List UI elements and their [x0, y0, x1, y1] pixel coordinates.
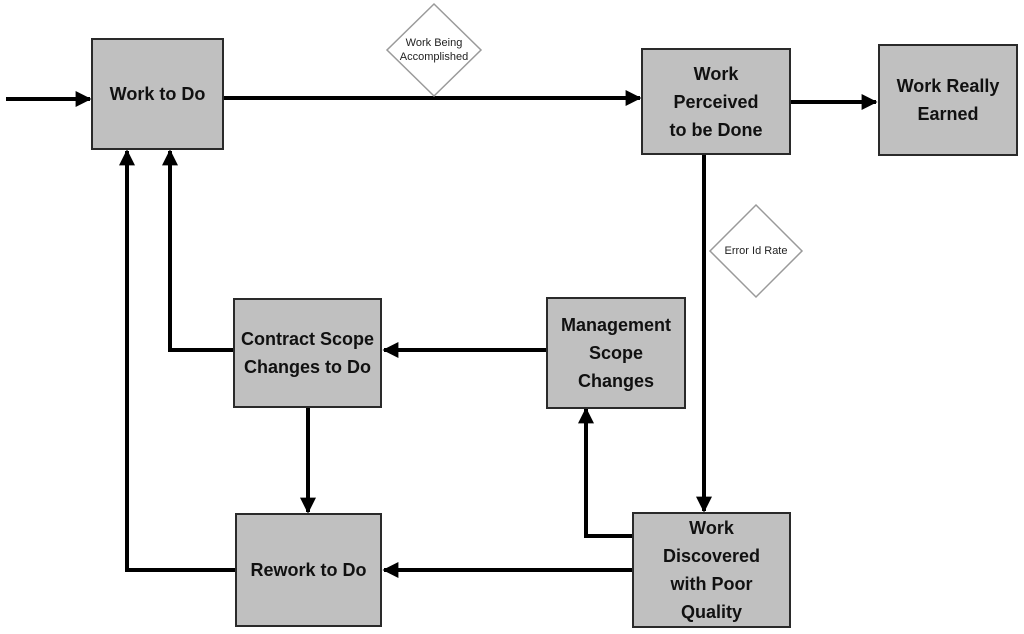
- error-id-rate-label: Error Id Rate: [724, 245, 788, 257]
- discovered-to-management-arrow: [578, 407, 632, 538]
- work-being-accomplished-diamond: [385, 2, 483, 98]
- work-being-accomplished-label: Work Being Accomplished: [399, 37, 469, 63]
- work-perceived-box: Work Perceived to be Done: [641, 48, 791, 155]
- work-to-do-box: Work to Do: [91, 38, 224, 150]
- contract-scope-box: Contract Scope Changes to Do: [233, 298, 382, 408]
- contract-to-work-arrow: [162, 149, 233, 352]
- management-scope-box: Management Scope Changes: [546, 297, 686, 409]
- work-really-earned-box: Work Really Earned: [878, 44, 1018, 156]
- rework-to-work-arrow: [119, 149, 235, 572]
- rework-to-do-box: Rework to Do: [235, 513, 382, 627]
- error-id-rate-diamond: [708, 203, 804, 299]
- work-discovered-box: Work Discovered with Poor Quality: [632, 512, 791, 628]
